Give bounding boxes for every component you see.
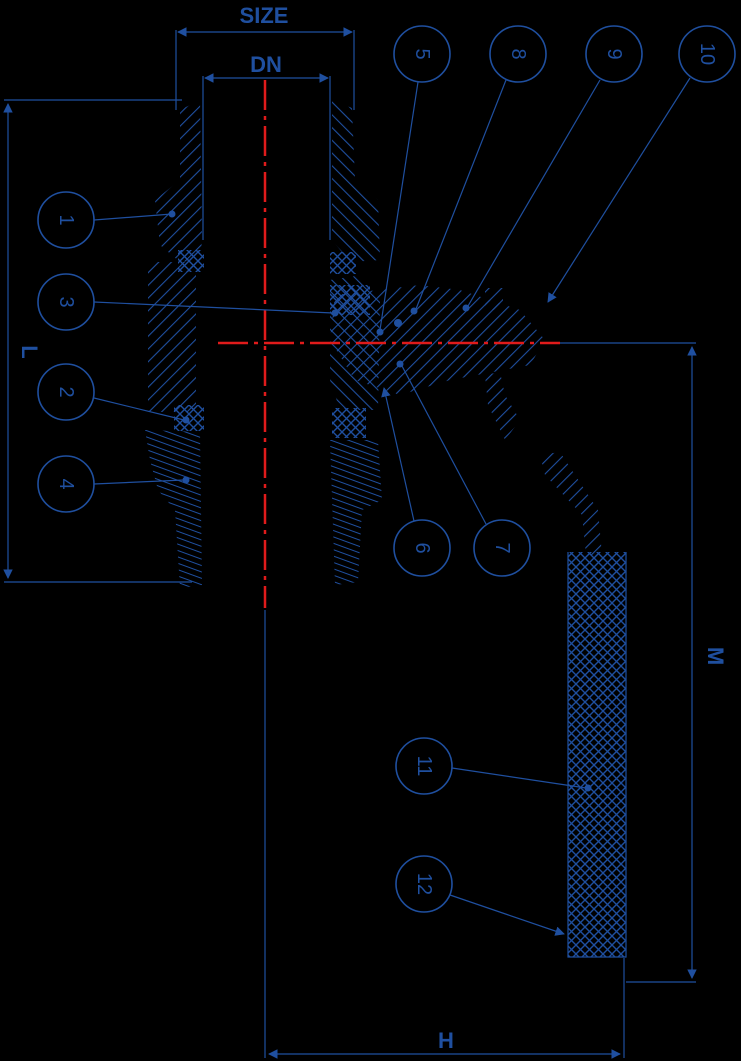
svg-text:3: 3 — [55, 296, 77, 307]
svg-text:1: 1 — [55, 214, 77, 225]
svg-text:5: 5 — [411, 48, 433, 59]
svg-text:2: 2 — [55, 386, 77, 397]
balloon-12: 12 — [395, 855, 565, 936]
svg-text:12: 12 — [413, 873, 435, 895]
svg-text:11: 11 — [413, 756, 435, 777]
balloon-5: 5 — [376, 25, 451, 336]
balloon-1: 1 — [37, 191, 176, 249]
balloon-7: 7 — [396, 360, 531, 577]
balloon-9: 9 — [462, 25, 643, 312]
dimension-l — [3, 99, 192, 583]
ball-stem-assembly — [330, 285, 545, 395]
dimension-size — [175, 27, 355, 110]
dimension-dn — [202, 73, 331, 240]
svg-text:10: 10 — [696, 43, 718, 65]
balloon-11: 11 — [395, 737, 592, 795]
m-label: M — [703, 647, 728, 665]
svg-text:9: 9 — [603, 48, 625, 59]
l-label: L — [17, 345, 42, 358]
balloon-2: 2 — [37, 363, 190, 424]
size-label: SIZE — [240, 3, 289, 28]
balloon-3: 3 — [37, 273, 339, 331]
balloon-4: 4 — [37, 455, 190, 513]
svg-text:7: 7 — [491, 542, 513, 553]
svg-text:4: 4 — [55, 478, 77, 489]
svg-text:6: 6 — [411, 542, 433, 553]
balloon-10: 10 — [547, 25, 736, 303]
handle — [485, 372, 627, 958]
dimension-m — [560, 342, 697, 983]
dn-label: DN — [250, 52, 282, 77]
balloon-8: 8 — [394, 25, 547, 327]
h-label: H — [438, 1028, 454, 1053]
dimension-h — [264, 610, 625, 1059]
svg-text:8: 8 — [507, 48, 529, 59]
balloon-6: 6 — [381, 387, 451, 577]
valve-body-left — [145, 100, 204, 588]
